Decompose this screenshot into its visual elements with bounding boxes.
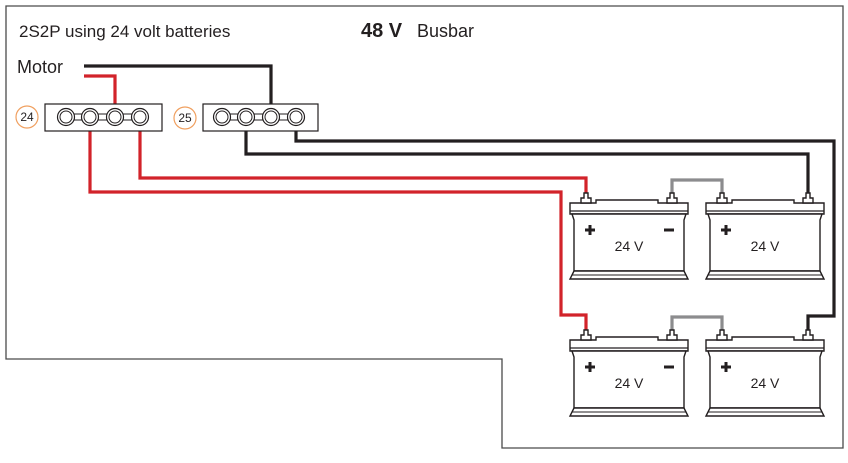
wire-busbar25-to-battery2-negative — [244, 131, 810, 193]
battery-terminal — [716, 329, 728, 341]
busbar-stud-inner — [215, 110, 229, 124]
busbar-stud-inner — [289, 110, 303, 124]
wire-busbar25-to-battery4-negative — [294, 131, 836, 330]
busbar-24-badge: 24 — [20, 110, 34, 124]
busbar-25: 25 — [173, 103, 319, 132]
battery-terminal — [580, 329, 592, 341]
battery-terminal — [580, 192, 592, 204]
battery-terminal — [716, 192, 728, 204]
battery-plus-icon-vertical — [724, 225, 728, 235]
battery-4: 24 V — [704, 329, 826, 417]
busbar-25-badge: 25 — [178, 111, 192, 125]
busbar-stud-inner — [108, 110, 122, 124]
battery-voltage-label: 24 V — [751, 375, 780, 391]
wire-motor-positive — [84, 74, 117, 104]
battery-minus-icon — [664, 365, 674, 369]
battery-voltage-label: 24 V — [615, 375, 644, 391]
battery-plus-icon-vertical — [588, 362, 592, 372]
diagram-frame — [5, 5, 844, 449]
busbar-stud-inner — [239, 110, 253, 124]
battery-1: 24 V — [568, 192, 690, 280]
diagram-title: 2S2P using 24 volt batteries — [19, 22, 230, 41]
battery-minus-icon — [664, 228, 674, 232]
battery-voltage-label: 24 V — [751, 238, 780, 254]
motor-label: Motor — [17, 57, 63, 77]
busbar-24: 24 — [15, 103, 163, 132]
battery-bank: 24 V 24 V 24 V 24 V — [568, 192, 826, 417]
battery-terminal — [666, 329, 678, 341]
wire-busbar24-to-battery1-positive — [138, 131, 588, 193]
busbar-voltage: 48 V — [361, 20, 403, 42]
battery-2: 24 V — [704, 192, 826, 280]
battery-terminal — [802, 192, 814, 204]
busbar-stud-inner — [133, 110, 147, 124]
battery-terminal — [666, 192, 678, 204]
busbar-stud-inner — [83, 110, 97, 124]
busbar-25-badge-ring — [173, 106, 197, 130]
battery-plus-icon-vertical — [724, 362, 728, 372]
battery-plus-icon-vertical — [588, 225, 592, 235]
battery-voltage-label: 24 V — [615, 238, 644, 254]
wire-motor-negative — [84, 64, 273, 104]
busbar-stud-inner — [59, 110, 73, 124]
busbar-24-badge-ring — [15, 105, 39, 129]
series-link-top — [670, 178, 724, 193]
busbar-stud-inner — [264, 110, 278, 124]
battery-terminal — [802, 329, 814, 341]
series-link-bottom — [670, 315, 724, 330]
battery-3: 24 V — [568, 329, 690, 417]
busbar-heading: Busbar — [417, 21, 474, 41]
wire-busbar24-to-battery3-positive — [88, 131, 588, 330]
